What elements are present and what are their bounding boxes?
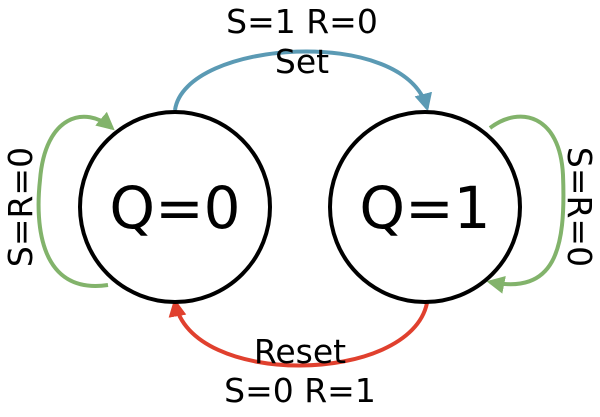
hold-loop-q1-arrow: [486, 114, 566, 294]
hold-q1-condition-label: S=R=0: [560, 147, 599, 267]
state-q1-label: Q=1: [359, 174, 490, 242]
set-condition-label: S=1 R=0: [226, 2, 378, 41]
hold-loop-q0-arrow: [36, 111, 115, 288]
reset-transition-arrow: [168, 298, 429, 368]
hold-q0-condition-label: S=R=0: [1, 147, 40, 267]
state-q1: Q=1: [328, 110, 522, 304]
reset-condition-label: S=0 R=1: [224, 371, 376, 410]
state-q0: Q=0: [78, 110, 272, 304]
reset-name-label: Reset: [254, 332, 346, 371]
set-transition-arrow: [173, 49, 432, 112]
state-q0-label: Q=0: [109, 174, 240, 242]
set-name-label: Set: [275, 42, 329, 81]
